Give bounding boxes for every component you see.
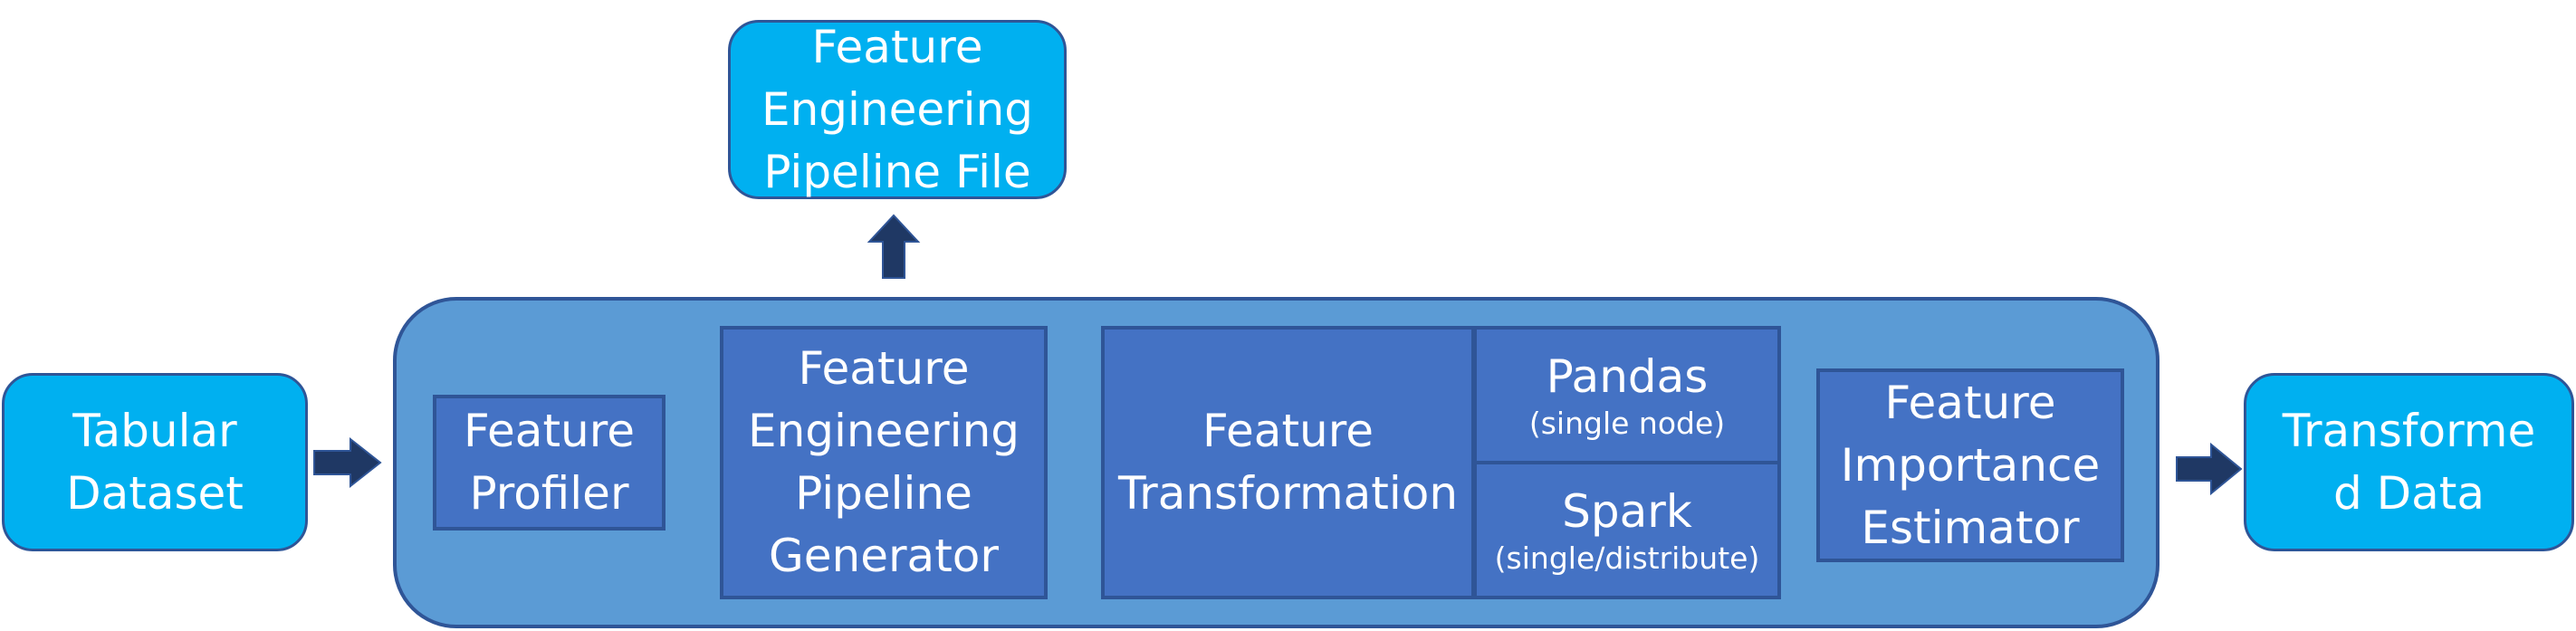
- pandas-engine: Pandas (single node): [1529, 349, 1725, 443]
- arrow-up-pipeline-file: [867, 214, 921, 279]
- feature-transformation-box: Feature Transformation: [1101, 326, 1475, 599]
- spark-label: Spark: [1562, 484, 1692, 538]
- spark-engine: Spark (single/distribute): [1495, 483, 1760, 578]
- pipeline-generator-box: Feature Engineering Pipeline Generator: [720, 326, 1048, 599]
- pipeline-file-label: Feature Engineering Pipeline File: [761, 20, 1033, 198]
- pandas-box: Pandas (single node): [1473, 326, 1781, 464]
- pipeline-file-box: Feature Engineering Pipeline File: [728, 20, 1067, 199]
- feature-profiler-label: Feature Profiler: [464, 405, 635, 520]
- tabular-dataset-box: Tabular Dataset: [2, 373, 308, 551]
- pipeline-generator-label: Feature Engineering Pipeline Generator: [748, 342, 1020, 582]
- transformed-data-box: Transforme d Data: [2244, 373, 2574, 551]
- importance-estimator-box: Feature Importance Estimator: [1816, 368, 2124, 562]
- tabular-dataset-label: Tabular Dataset: [66, 404, 244, 520]
- feature-profiler-box: Feature Profiler: [433, 395, 666, 531]
- transformed-data-label: Transforme d Data: [2282, 404, 2536, 520]
- spark-sublabel: (single/distribute): [1494, 540, 1760, 576]
- pandas-sublabel: (single node): [1528, 405, 1726, 441]
- arrow-right-output: [2176, 442, 2243, 496]
- pandas-label: Pandas: [1546, 349, 1709, 403]
- feature-transformation-label: Feature Transformation: [1117, 405, 1459, 520]
- importance-estimator-label: Feature Importance Estimator: [1840, 376, 2101, 554]
- arrow-right-input: [313, 436, 382, 489]
- spark-box: Spark (single/distribute): [1473, 461, 1781, 599]
